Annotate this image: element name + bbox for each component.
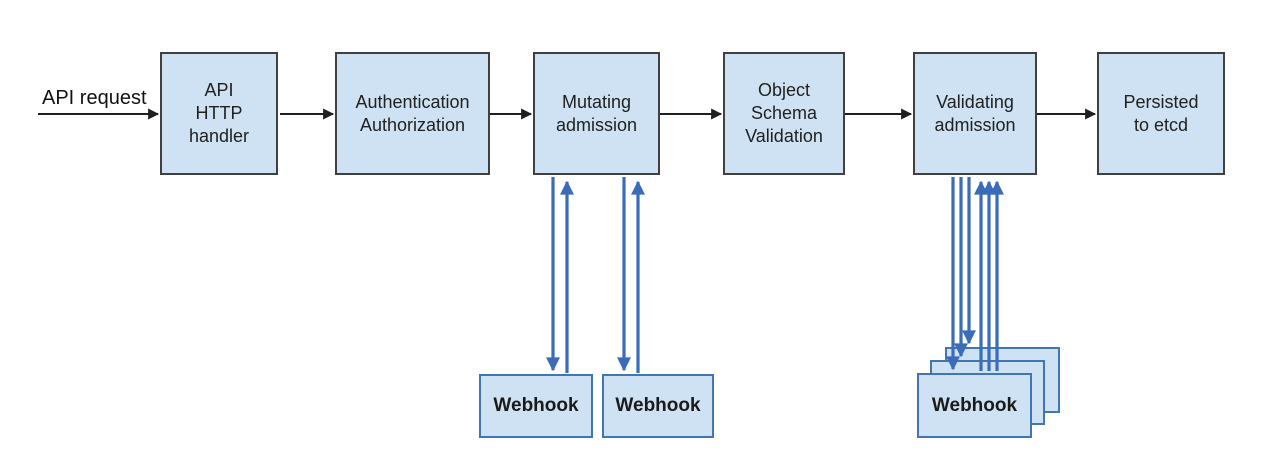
node-label: Validating admission (934, 91, 1016, 135)
webhook-label: Webhook (615, 395, 701, 416)
node-label: Object Schema Validation (745, 80, 823, 146)
api-request-label: API request (42, 87, 147, 109)
node-label: API HTTP handler (188, 80, 250, 146)
webhook-label: Webhook (931, 394, 1018, 416)
node-webhook-mutating-2: Webhook (602, 374, 714, 438)
node-webhook-validating-front: Webhook (917, 373, 1032, 438)
node-persisted-to-etcd: Persisted to etcd (1097, 52, 1225, 175)
webhook-label: Webhook (493, 395, 579, 416)
node-label: Authentication Authorization (355, 91, 470, 135)
node-label: Mutating admission (555, 91, 638, 135)
node-object-schema-validation: Object Schema Validation (723, 52, 845, 175)
node-api-http-handler: API HTTP handler (160, 52, 278, 175)
node-label: Persisted to etcd (1123, 91, 1199, 135)
node-webhook-mutating-1: Webhook (479, 374, 593, 438)
node-validating-admission: Validating admission (913, 52, 1037, 175)
node-authentication-authorization: Authentication Authorization (335, 52, 490, 175)
node-mutating-admission: Mutating admission (533, 52, 660, 175)
